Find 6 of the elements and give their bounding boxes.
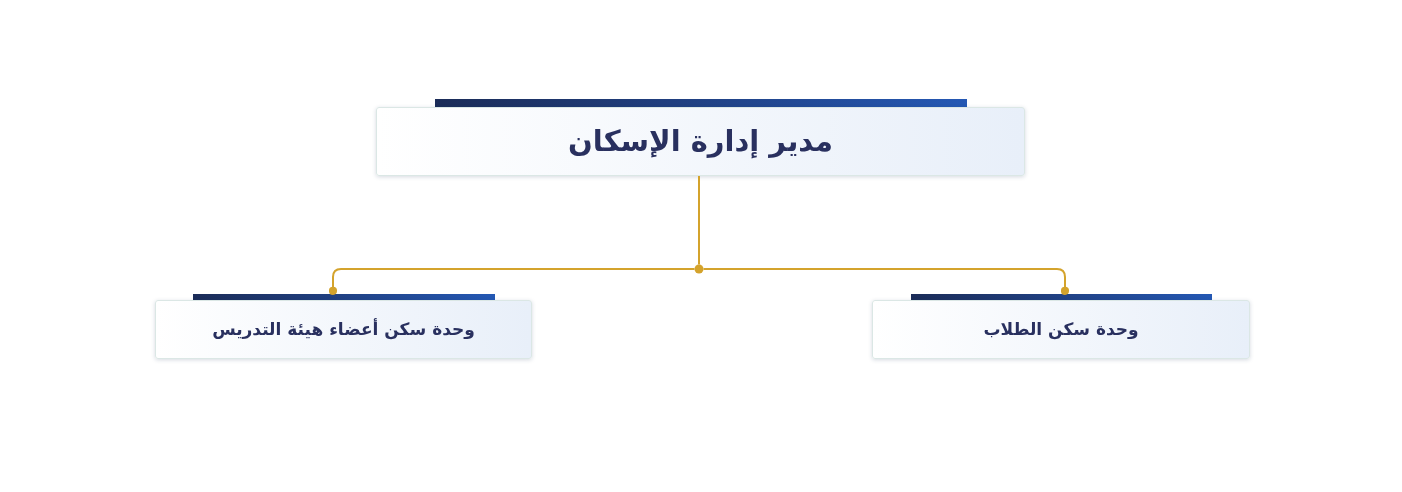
box-title: وحدة سكن أعضاء هيئة التدريس [212,318,475,341]
connector-line [702,268,1070,295]
box-title: وحدة سكن الطلاب [983,318,1139,341]
connector-line [328,268,696,295]
connector-trunk [694,175,704,274]
box-title: مدير إدارة الإسكان [568,123,833,160]
